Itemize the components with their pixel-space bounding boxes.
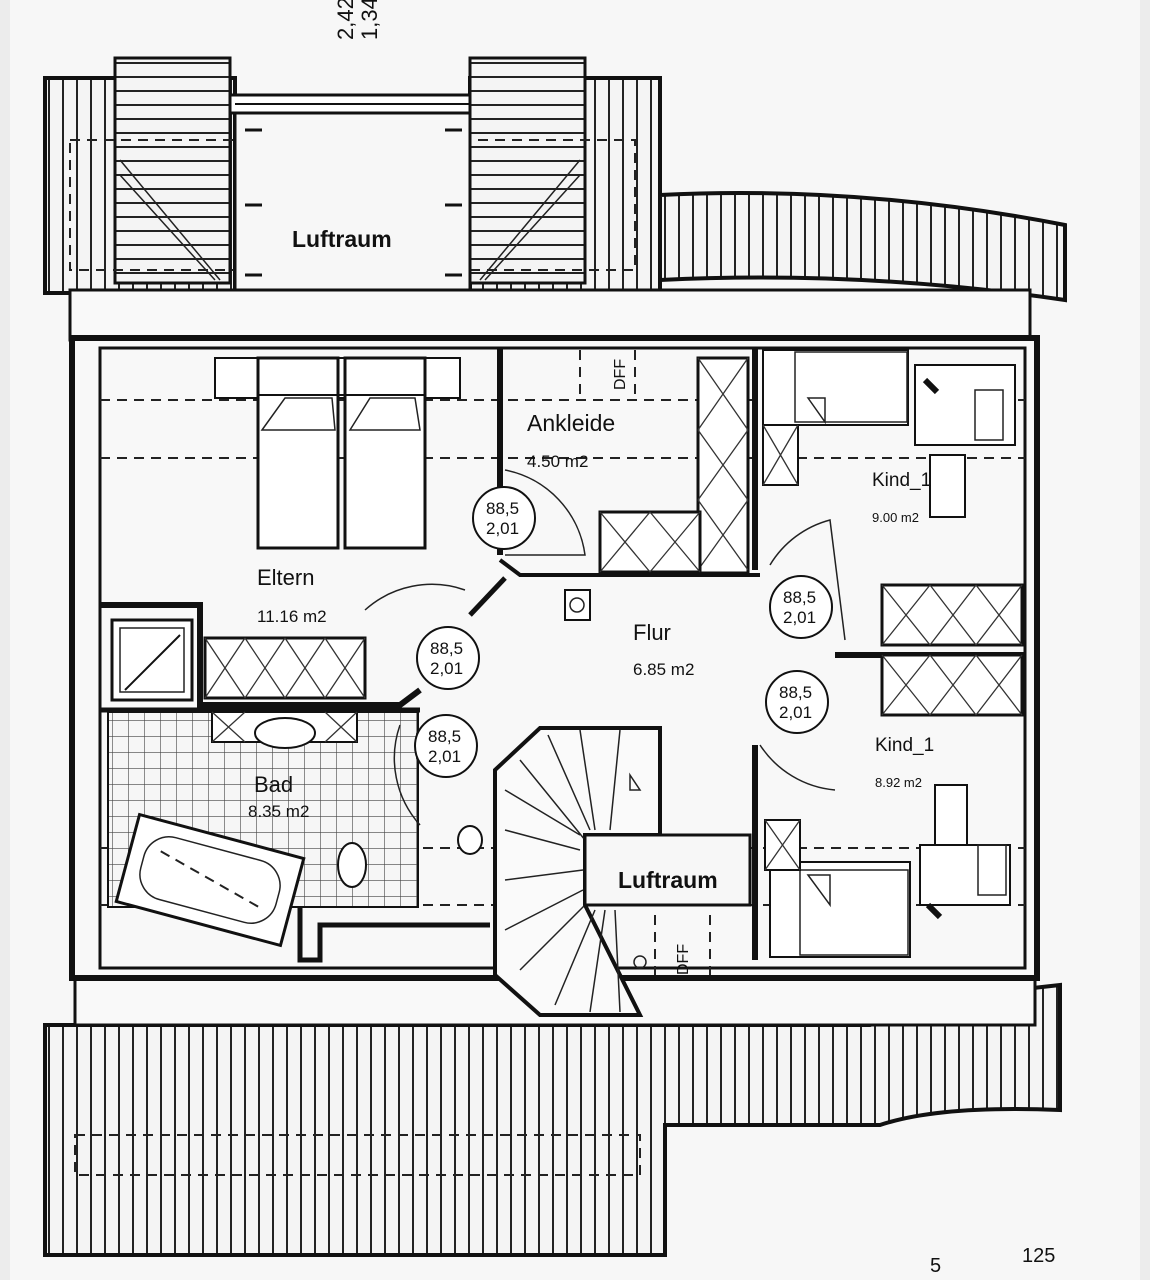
door-5-width: 88,5 <box>779 683 812 702</box>
door-tags <box>414 486 833 778</box>
door-3-height: 2,01 <box>428 747 461 766</box>
door-5-height: 2,01 <box>779 703 812 722</box>
room-kind1-top <box>762 349 1016 518</box>
eltern-label: Eltern <box>257 565 314 590</box>
bad-label: Bad <box>254 772 293 797</box>
door-4-height: 2,01 <box>783 608 816 627</box>
door-4-width: 88,5 <box>783 588 816 607</box>
dimension-top-value-1: 2,425 <box>333 0 358 40</box>
room-ankleide <box>579 350 750 575</box>
door-3-width: 88,5 <box>428 727 461 746</box>
luftraum-stair-label: Luftraum <box>618 867 718 893</box>
skylight-label-stair: DFF <box>675 944 692 975</box>
kind1-top-label: Kind_1 <box>872 470 931 491</box>
dimension-top: 2,425 1,34 <box>333 0 382 40</box>
skylight-label-ankleide: DFF <box>612 359 629 390</box>
door-2-height: 2,01 <box>430 659 463 678</box>
room-kind1-bottom <box>764 784 1011 958</box>
kind1-bottom-label: Kind_1 <box>875 735 934 756</box>
top-dormer-roof <box>43 56 662 295</box>
room-bad <box>107 618 483 948</box>
wardrobe-eltern <box>203 636 367 700</box>
dimension-top-value-2: 1,34 <box>357 0 382 40</box>
right-roof-band <box>658 191 1067 303</box>
ankleide-area: 4.50 m2 <box>527 452 588 471</box>
door-1-height: 2,01 <box>486 519 519 538</box>
stairwell <box>493 726 752 1017</box>
rafters-top <box>68 288 1032 342</box>
dimension-partial: 5 <box>930 1255 941 1277</box>
ankleide-label: Ankleide <box>527 410 615 436</box>
flur-area: 6.85 m2 <box>633 660 694 679</box>
luftraum-top-label: Luftraum <box>292 226 392 252</box>
wardrobe-kind <box>880 583 1024 717</box>
eltern-area: 11.16 m2 <box>257 607 327 626</box>
door-1-width: 88,5 <box>486 499 519 518</box>
flur-label: Flur <box>633 620 671 645</box>
kind1-top-area: 9.00 m2 <box>872 510 919 525</box>
bad-area: 8.35 m2 <box>248 802 309 821</box>
door-2-width: 88,5 <box>430 639 463 658</box>
dimension-corner: 125 <box>1022 1245 1055 1267</box>
door-swings <box>364 469 846 826</box>
kind1-bottom-area: 8.92 m2 <box>875 775 922 790</box>
room-eltern <box>214 356 461 550</box>
